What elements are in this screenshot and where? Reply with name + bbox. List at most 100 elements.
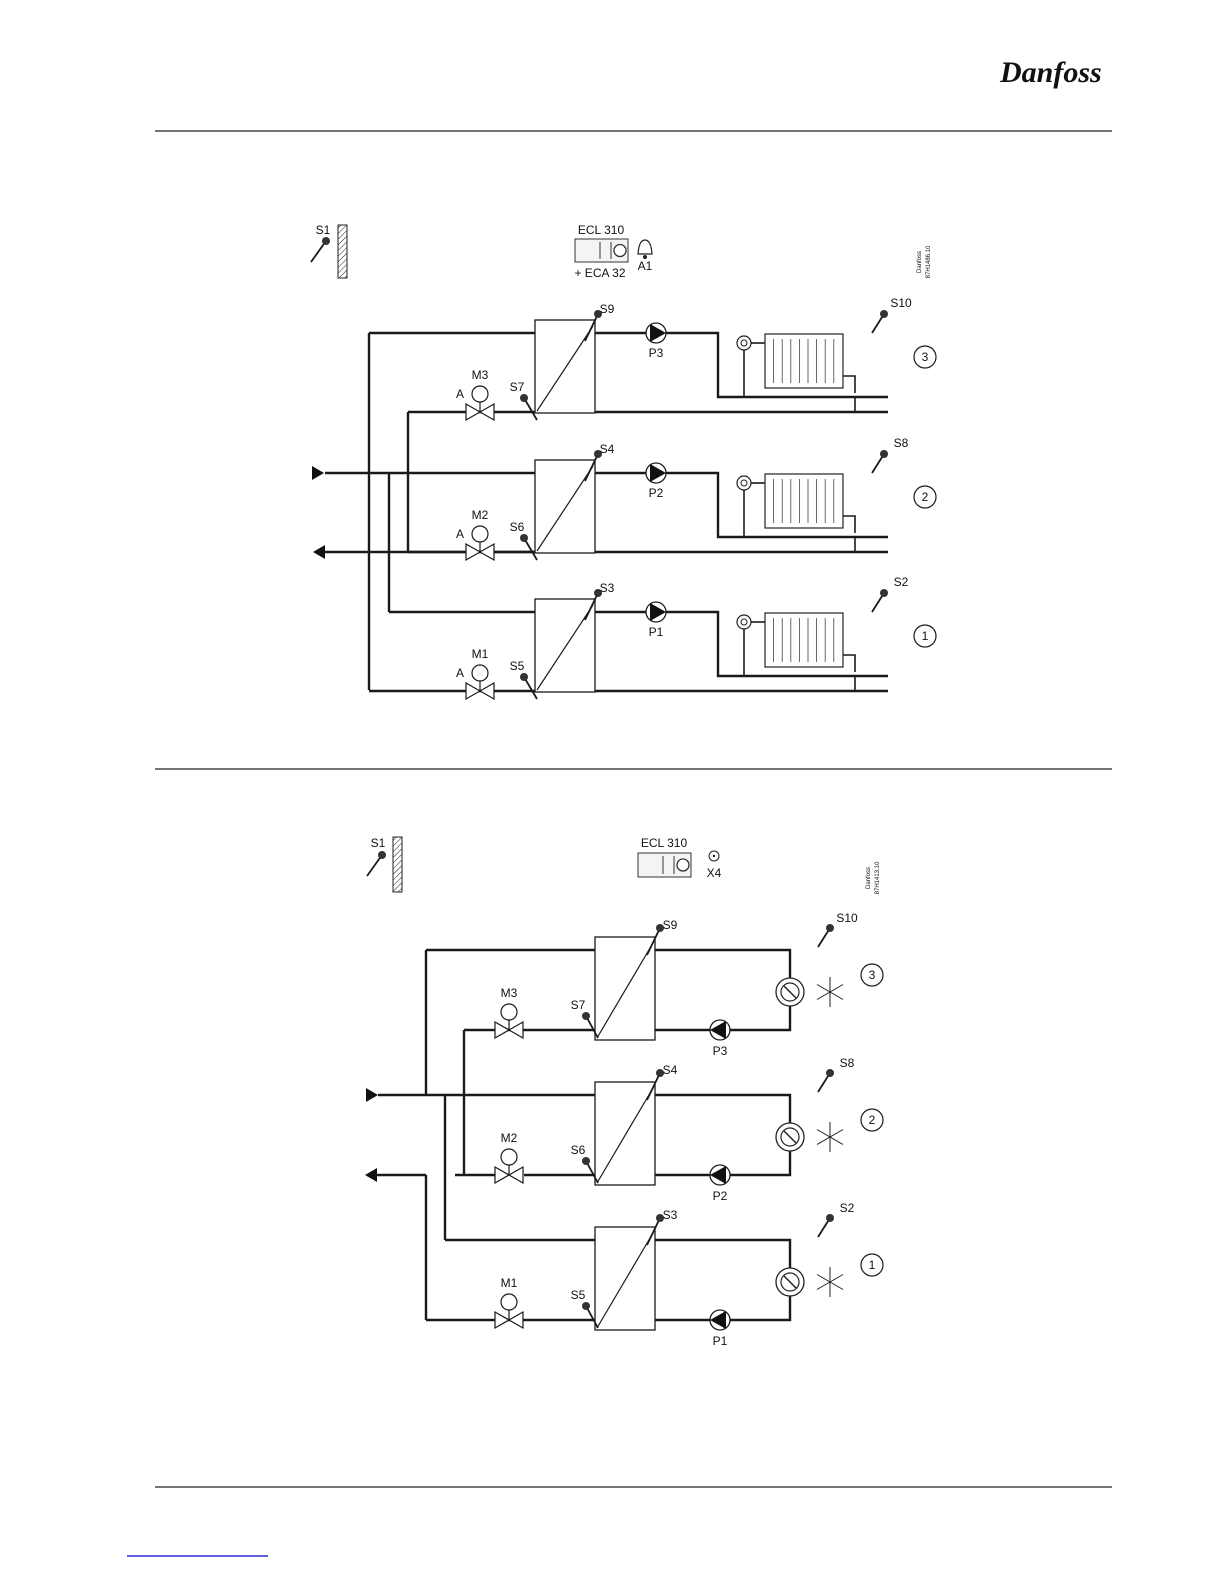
pump-label: P2	[649, 486, 664, 500]
pipe	[655, 948, 792, 1032]
valve-label: M2	[472, 508, 489, 522]
heat-exchanger-icon	[594, 1226, 656, 1331]
sensor-probe	[585, 1015, 599, 1039]
outdoor-sensor-label: S1	[316, 223, 331, 237]
room-sensor-icon: S2	[871, 575, 909, 613]
heat-exchanger-icon	[534, 598, 596, 693]
return-sensor-icon: S6	[571, 1143, 599, 1184]
sensor-dot	[520, 534, 528, 542]
room-sensor-icon: S2	[817, 1201, 855, 1238]
pump-triangle	[710, 1166, 726, 1184]
valve-inner	[740, 479, 748, 487]
flow-sensor-icon: S3	[646, 1208, 678, 1246]
motorized-valve-icon: M2	[494, 1131, 524, 1185]
sensor-dot	[594, 589, 602, 597]
valve-label: M3	[501, 986, 518, 1000]
hx-body	[534, 459, 596, 554]
pipe	[655, 1238, 792, 1322]
sensor-dot	[880, 589, 888, 597]
actuator-icon	[500, 1003, 518, 1021]
sensor-label: S2	[894, 575, 909, 589]
sensor-dot	[582, 1012, 590, 1020]
pump-triangle	[650, 324, 666, 342]
coil-slash	[783, 1275, 797, 1289]
valve-label: M1	[501, 1276, 518, 1290]
pump-triangle	[710, 1311, 726, 1329]
hx-body	[534, 319, 596, 414]
room-sensor-icon: S10	[817, 911, 858, 948]
hx-plate	[596, 942, 654, 1039]
pump-icon: P1	[645, 601, 667, 639]
hx-plate	[536, 465, 594, 552]
radiator-icon	[736, 612, 844, 676]
sensor-dot	[520, 394, 528, 402]
sensor-label: S3	[663, 1208, 678, 1222]
coil-slash	[783, 985, 797, 999]
controller-knob	[676, 858, 690, 872]
sensor-label: S10	[890, 296, 912, 310]
sensor-dot	[520, 673, 528, 681]
circuit-number-badge: 3	[913, 345, 937, 369]
sensor-label: S8	[840, 1056, 855, 1070]
bell-clapper	[643, 255, 647, 259]
room-sensor-icon: S10	[871, 296, 912, 334]
room-sensor-icon: S8	[817, 1056, 855, 1093]
sensor-probe	[646, 927, 661, 956]
outdoor-sensor-probe	[366, 854, 383, 877]
sensor-probe	[646, 1217, 661, 1246]
pump-label: P2	[713, 1189, 728, 1203]
coil-slash	[783, 1130, 797, 1144]
drawing-code: 87H1413.10	[875, 861, 881, 894]
drawing-code: 87H1486.10	[926, 245, 932, 278]
return-sensor-icon: S5	[571, 1288, 599, 1329]
pipe	[843, 654, 856, 672]
controller-knob	[613, 243, 627, 258]
actuator-icon	[500, 1148, 518, 1166]
return-arrow-icon	[313, 545, 325, 559]
sensor-probe	[585, 1305, 599, 1329]
sensor-probe	[585, 1160, 599, 1184]
pump-label: P1	[713, 1334, 728, 1348]
controller-body	[574, 238, 629, 263]
actuator-label: A	[456, 527, 464, 541]
circuit-number: 2	[922, 490, 929, 504]
circuit-number: 3	[922, 350, 929, 364]
pipe	[843, 515, 856, 533]
heat-exchanger-icon	[534, 459, 596, 554]
circuit-number-badge: 2	[860, 1108, 884, 1132]
sensor-dot	[656, 924, 664, 932]
sensor-label: S6	[571, 1143, 586, 1157]
alarm-label: A1	[638, 259, 653, 273]
drawing-code: Danfoss	[917, 251, 923, 273]
sensor-dot	[656, 1069, 664, 1077]
return-arrow-icon	[365, 1168, 377, 1182]
controller-label: ECL 310	[641, 836, 688, 850]
alarm-bell-icon	[637, 239, 653, 255]
sensor-dot	[582, 1157, 590, 1165]
sensor-dot	[656, 1214, 664, 1222]
motorized-valve-icon: M1A	[456, 647, 495, 701]
badge-circle	[913, 485, 937, 509]
pump-icon: P2	[709, 1164, 731, 1203]
sensor-label: S3	[600, 581, 615, 595]
pump-icon: P1	[709, 1309, 731, 1348]
circuit-number-badge: 1	[860, 1253, 884, 1277]
circuit-number: 1	[869, 1258, 876, 1272]
sensor-dot	[594, 450, 602, 458]
drawing-code: Danfoss	[866, 867, 872, 889]
flow-sensor-icon: S4	[646, 1063, 678, 1101]
valve-label: M3	[472, 368, 489, 382]
valve-inner	[740, 339, 748, 347]
snowflake-icon	[816, 977, 844, 1007]
return-sensor-icon: S5	[510, 659, 538, 700]
wall-icon	[392, 836, 403, 893]
hx-plate	[596, 1232, 654, 1329]
badge-circle	[860, 1108, 884, 1132]
sensor-label: S8	[894, 436, 909, 450]
sensor-probe	[523, 676, 538, 700]
badge-circle	[913, 624, 937, 648]
